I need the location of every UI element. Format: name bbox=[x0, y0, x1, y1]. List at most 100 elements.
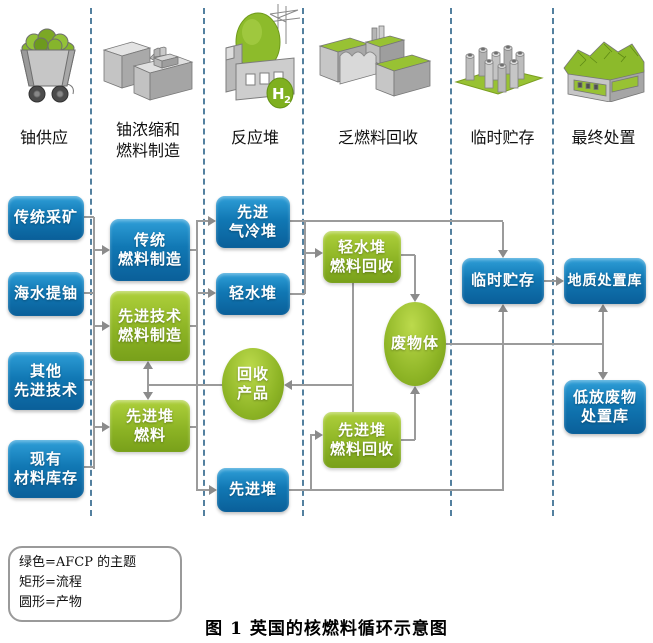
node-label: 燃料制造 bbox=[117, 250, 182, 268]
column-label-final-disposal: 最终处置 bbox=[556, 128, 651, 149]
node-label: 回收 bbox=[236, 364, 269, 383]
connector-line bbox=[84, 292, 94, 294]
node-label: 先进堆 bbox=[125, 406, 174, 425]
node-ar-fuel-recycle: 先进堆 燃料回收 bbox=[323, 412, 401, 468]
node-label: 燃料回收 bbox=[329, 257, 394, 275]
node-geological-repository: 地质处置库 bbox=[564, 258, 646, 304]
column-label-text: 最终处置 bbox=[571, 128, 636, 147]
recycle-plant-icon bbox=[318, 25, 432, 97]
connector-line bbox=[305, 252, 316, 254]
column-separator bbox=[203, 8, 205, 516]
connector-line bbox=[190, 426, 197, 428]
column-label-enrichment-fab: 铀浓缩和 燃料制造 bbox=[96, 120, 200, 162]
h2-badge-sub: 2 bbox=[284, 95, 291, 106]
connector-line bbox=[352, 283, 354, 413]
node-waste-form: 废物体 bbox=[384, 302, 446, 386]
arrowhead bbox=[315, 430, 323, 440]
connector-line bbox=[602, 311, 604, 373]
node-label: 轻水堆 bbox=[337, 237, 386, 256]
connector-line bbox=[190, 325, 197, 327]
connector-line bbox=[304, 221, 306, 294]
column-separator bbox=[552, 8, 554, 516]
connector-line bbox=[311, 434, 316, 436]
column-label-reactor: 反应堆 bbox=[208, 128, 302, 149]
node-advanced-reactor-fuel: 先进堆 燃料 bbox=[110, 400, 190, 452]
connector-line bbox=[414, 393, 416, 440]
connector-line bbox=[190, 249, 197, 251]
column-separator bbox=[90, 8, 92, 516]
node-label: 其他 bbox=[29, 361, 62, 380]
arrowhead bbox=[209, 485, 217, 495]
arrowhead bbox=[556, 276, 564, 286]
arrowhead bbox=[410, 386, 420, 394]
node-advanced-reactor: 先进堆 bbox=[217, 468, 289, 512]
node-existing-stockpile: 现有 材料库存 bbox=[8, 440, 84, 498]
node-label: 海水提铀 bbox=[13, 284, 78, 303]
column-separator bbox=[302, 8, 304, 516]
column-label-uranium-supply: 铀供应 bbox=[6, 128, 82, 149]
arrowhead bbox=[315, 248, 323, 258]
reactor-icon: H 2 bbox=[225, 4, 301, 109]
legend-line-rectangle: 矩形=流程 bbox=[19, 575, 82, 591]
connector-line bbox=[198, 489, 210, 491]
arrowhead bbox=[284, 380, 292, 390]
column-label-text: 铀供应 bbox=[19, 128, 68, 147]
node-recycled-products: 回收 产品 bbox=[222, 348, 284, 420]
node-label: 处置库 bbox=[580, 407, 629, 425]
connector-line bbox=[502, 312, 504, 490]
connector-line bbox=[310, 434, 312, 491]
node-label: 轻水堆 bbox=[228, 284, 277, 303]
connector-line bbox=[196, 220, 198, 491]
node-seawater-uranium: 海水提铀 bbox=[8, 272, 84, 316]
connector-line bbox=[401, 439, 415, 441]
node-lwr-fuel-recycle: 轻水堆 燃料回收 bbox=[323, 231, 401, 283]
connector-line bbox=[290, 220, 503, 222]
connector-line bbox=[198, 220, 209, 222]
node-label: 先进技术 bbox=[117, 306, 182, 325]
mine-cart-icon bbox=[20, 28, 76, 103]
node-label: 材料库存 bbox=[13, 469, 78, 487]
node-label: 气冷堆 bbox=[228, 222, 277, 240]
connector-line bbox=[289, 489, 504, 491]
legend-line-circle: 圆形=产物 bbox=[19, 595, 82, 611]
connector-line bbox=[291, 384, 353, 386]
enrichment-plant-icon bbox=[102, 41, 194, 101]
connector-line bbox=[401, 254, 415, 256]
connector-line bbox=[290, 293, 305, 295]
node-label: 燃料回收 bbox=[329, 440, 394, 458]
node-label: 现有 bbox=[29, 449, 62, 468]
column-label-text: 乏燃料回收 bbox=[337, 128, 418, 147]
node-llw-repository: 低放废物 处置库 bbox=[564, 380, 646, 434]
node-label: 燃料 bbox=[133, 426, 166, 444]
node-label: 先进堆 bbox=[337, 420, 386, 439]
node-label: 传统采矿 bbox=[13, 208, 78, 227]
connector-line bbox=[95, 249, 103, 251]
connector-line bbox=[147, 368, 149, 393]
connector-line bbox=[95, 426, 103, 428]
arrowhead bbox=[598, 304, 608, 312]
column-label-text: 铀浓缩和 bbox=[115, 120, 180, 139]
connector-line bbox=[148, 384, 223, 386]
column-separator bbox=[450, 8, 452, 516]
arrowhead bbox=[208, 288, 216, 298]
node-traditional-mining: 传统采矿 bbox=[8, 196, 84, 240]
column-label-spent-fuel-recycle: 乏燃料回收 bbox=[308, 128, 448, 149]
node-label: 先进技术 bbox=[13, 381, 78, 399]
legend-line-green: 绿色=AFCP 的主题 bbox=[19, 555, 137, 570]
connector-line bbox=[84, 216, 94, 218]
node-interim-storage: 临时贮存 bbox=[462, 258, 544, 304]
h2-badge-h: H bbox=[272, 85, 285, 103]
column-label-text: 临时贮存 bbox=[470, 128, 535, 147]
connector-line bbox=[414, 255, 416, 294]
column-label-text: 燃料制造 bbox=[115, 140, 180, 160]
arrowhead bbox=[143, 392, 153, 400]
legend-box: 绿色=AFCP 的主题 矩形=流程 圆形=产物 bbox=[8, 546, 182, 622]
arrowhead bbox=[102, 422, 110, 432]
arrowhead bbox=[598, 372, 608, 380]
arrowhead bbox=[102, 321, 110, 331]
node-other-advanced-tech: 其他 先进技术 bbox=[8, 352, 84, 410]
arrowhead bbox=[410, 294, 420, 302]
column-label-text: 反应堆 bbox=[230, 128, 279, 147]
connector-line bbox=[84, 466, 94, 468]
